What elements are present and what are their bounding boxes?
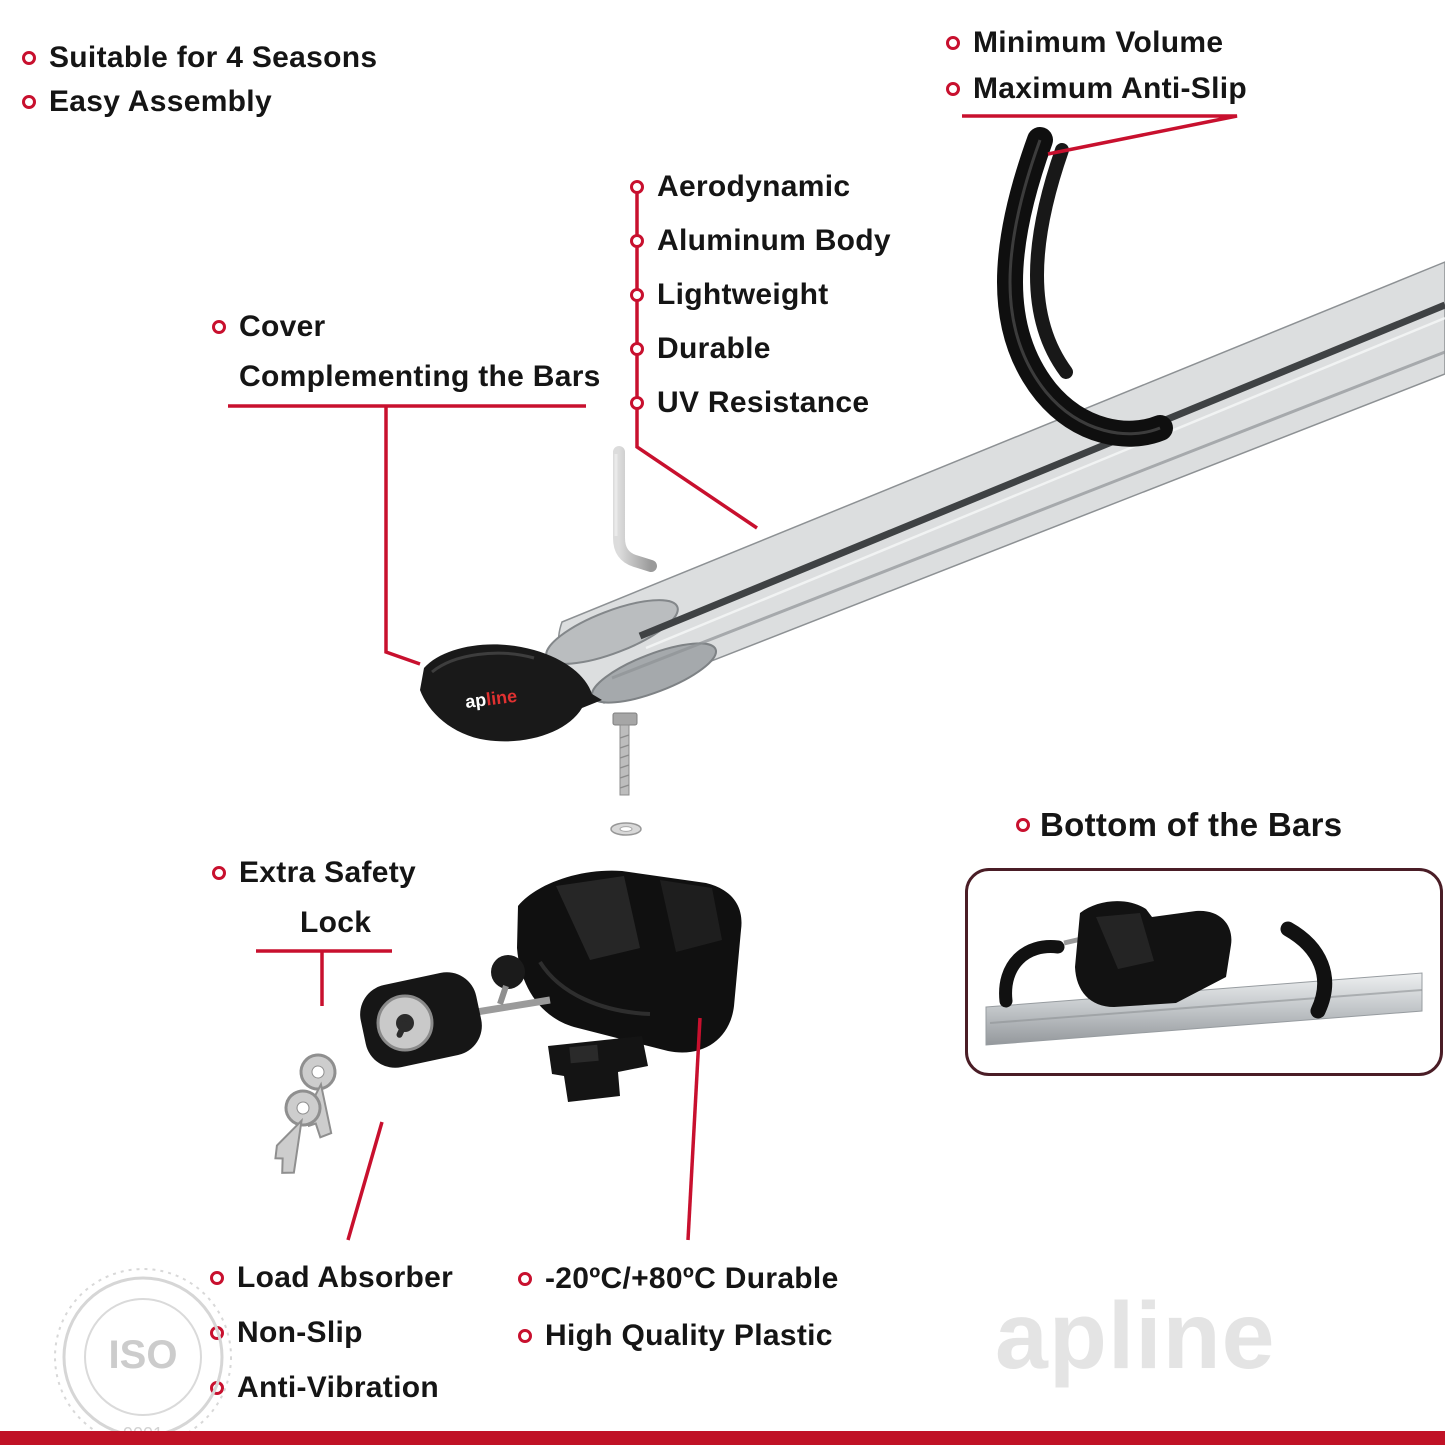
- list-item: Aluminum Body: [630, 214, 891, 268]
- feature-label: Aerodynamic: [657, 170, 851, 203]
- feature-list-bottom-left: Load Absorber Non-Slip Anti-Vibration: [210, 1250, 453, 1415]
- list-item: Easy Assembly: [22, 80, 377, 124]
- crossbar: [545, 261, 1445, 704]
- list-item: Extra Safety: [212, 848, 416, 898]
- bullet-icon: [630, 396, 644, 410]
- feature-label: Maximum Anti-Slip: [973, 72, 1248, 105]
- feature-label: Suitable for 4 Seasons: [49, 41, 378, 74]
- list-item: Anti-Vibration: [210, 1360, 453, 1415]
- callout-label: Cover: [239, 310, 326, 343]
- cover-logo-ap: ap: [464, 690, 487, 712]
- antislip-callout-line: [962, 114, 1238, 156]
- feature-label: UV Resistance: [657, 386, 870, 419]
- lock-bracket: [548, 1036, 648, 1102]
- heading-label: Bottom of the Bars: [1040, 806, 1343, 843]
- callout-label: Complementing the Bars: [239, 360, 601, 393]
- cover-logo: apline: [464, 686, 518, 712]
- feature-label: -20ºC/+80ºC Durable: [545, 1261, 839, 1295]
- bottom-of-bars-box: [965, 868, 1443, 1076]
- feature-label: Non-Slip: [237, 1315, 363, 1349]
- bullet-icon: [518, 1328, 532, 1343]
- feature-label: Anti-Vibration: [237, 1370, 439, 1404]
- list-item: Aerodynamic: [630, 160, 891, 214]
- bar-slot: [638, 301, 1445, 640]
- feature-label: Load Absorber: [237, 1260, 454, 1294]
- feature-label: Easy Assembly: [49, 85, 272, 118]
- list-item: Suitable for 4 Seasons: [22, 36, 377, 80]
- list-item: Load Absorber: [210, 1250, 453, 1305]
- safety-lock: [360, 955, 551, 1068]
- lock-callout: Extra Safety Lock: [212, 848, 416, 948]
- list-item: Lightweight: [630, 268, 891, 322]
- feature-label: Minimum Volume: [973, 26, 1224, 59]
- feature-list-top-left: Suitable for 4 Seasons Easy Assembly: [22, 36, 377, 124]
- list-item: Durable: [630, 322, 891, 376]
- bullet-icon: [210, 1270, 224, 1285]
- bar-bottom-view: [985, 972, 1423, 1046]
- bullet-icon: [22, 95, 36, 109]
- bullet-icon: [518, 1271, 532, 1286]
- bullet-icon: [630, 180, 644, 194]
- keys: [274, 1053, 337, 1174]
- feature-list-top-right: Minimum Volume Maximum Anti-Slip: [946, 20, 1247, 112]
- bullet-icon: [212, 866, 226, 880]
- features-callout-line: [635, 186, 758, 530]
- cover-callout-line: [228, 404, 586, 666]
- bullet-icon: [946, 82, 960, 96]
- cover-logo-line: line: [485, 686, 518, 710]
- callout-label: Extra Safety: [239, 856, 417, 889]
- washer: [610, 822, 642, 836]
- strip-end-left: [999, 940, 1065, 1008]
- list-item: UV Resistance: [630, 376, 891, 430]
- list-item: High Quality Plastic: [518, 1307, 839, 1364]
- cover-callout: Cover Complementing the Bars: [212, 302, 601, 402]
- callout-lines: [228, 114, 1238, 1241]
- temperature-callout-line: [686, 1017, 702, 1241]
- feature-list-bar: Aerodynamic Aluminum Body Lightweight Du…: [630, 160, 891, 430]
- iso-stamp: ISO 9001: [48, 1262, 238, 1445]
- rubber-strip: [997, 127, 1173, 447]
- load-callout-line: [346, 1121, 384, 1241]
- bullet-icon: [630, 234, 644, 248]
- end-cap-cover: apline: [420, 644, 602, 742]
- bullet-icon: [630, 342, 644, 356]
- list-item: Cover: [212, 302, 601, 352]
- bullet-icon: [212, 320, 226, 334]
- list-item: Minimum Volume: [946, 20, 1247, 66]
- bottom-red-bar: [0, 1431, 1445, 1445]
- iso-label: ISO: [109, 1333, 178, 1377]
- feature-label: Lightweight: [657, 278, 829, 311]
- feature-label: Durable: [657, 332, 771, 365]
- bullet-icon: [946, 36, 960, 50]
- bottom-of-bars-heading: Bottom of the Bars: [1016, 806, 1342, 844]
- allen-key: [613, 446, 657, 572]
- callout-label: Lock: [300, 906, 372, 939]
- list-item: -20ºC/+80ºC Durable: [518, 1250, 839, 1307]
- bottom-of-bars-illustration: [985, 901, 1423, 1046]
- mounting-foot: [517, 870, 742, 1053]
- bullet-icon: [630, 288, 644, 302]
- list-item: Non-Slip: [210, 1305, 453, 1360]
- bullet-icon: [22, 51, 36, 65]
- feature-label: High Quality Plastic: [545, 1318, 833, 1352]
- list-item: Maximum Anti-Slip: [946, 66, 1247, 112]
- brand-watermark: apline: [995, 1283, 1276, 1389]
- feature-list-bottom-center: -20ºC/+80ºC Durable High Quality Plastic: [518, 1250, 839, 1364]
- strip-end-right: [1280, 921, 1333, 1019]
- bolt: [612, 712, 638, 796]
- feature-label: Aluminum Body: [657, 224, 891, 257]
- bullet-icon: [1016, 818, 1030, 832]
- lock-callout-line: [256, 949, 392, 1006]
